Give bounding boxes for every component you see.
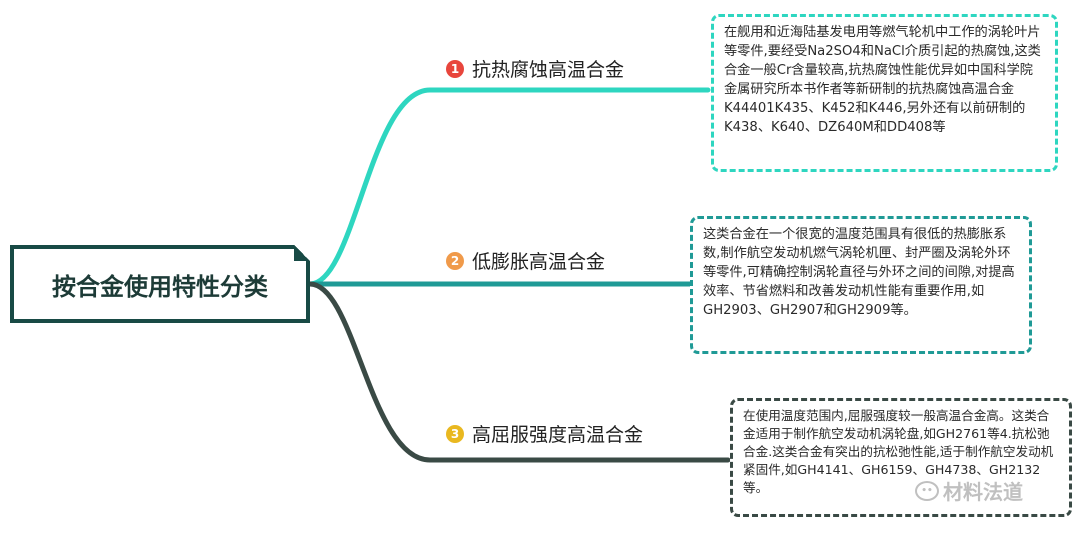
note-low-expansion[interactable]: 这类合金在一个很宽的温度范围具有很低的热膨胀系数,制作航空发动机燃气涡轮机匣、封…: [690, 216, 1032, 354]
wechat-icon: ••: [915, 480, 939, 501]
branch-1-connector: [307, 87, 711, 287]
watermark-text: 材料法道: [943, 480, 1023, 504]
branch-3-connector: [307, 281, 731, 463]
branch-topic-label: 低膨胀高温合金: [472, 251, 606, 273]
watermark: •• 材料法道: [915, 476, 1023, 505]
root-topic-corner-fold: [294, 245, 310, 261]
note-text: 在使用温度范围内,屈服强度较一般高温合金高。这类合金适用于制作航空发动机涡轮盘,…: [743, 408, 1054, 495]
branch-topic-heat-corrosion[interactable]: 1 抗热腐蚀高温合金: [446, 55, 624, 82]
branch-topic-label: 抗热腐蚀高温合金: [472, 59, 625, 81]
note-heat-corrosion[interactable]: 在舰用和近海陆基发电用等燃气轮机中工作的涡轮叶片等零件,要经受Na2SO4和Na…: [711, 14, 1058, 172]
number-3-icon: 3: [446, 424, 464, 443]
number-2-icon: 2: [446, 251, 464, 270]
note-text: 在舰用和近海陆基发电用等燃气轮机中工作的涡轮叶片等零件,要经受Na2SO4和Na…: [724, 25, 1041, 135]
note-text: 这类合金在一个很宽的温度范围具有很低的热膨胀系数,制作航空发动机燃气涡轮机匣、封…: [703, 227, 1015, 318]
branch-topic-label: 高屈服强度高温合金: [472, 424, 644, 446]
branch-topic-high-yield[interactable]: 3 高屈服强度高温合金: [446, 420, 643, 447]
branch-topic-low-expansion[interactable]: 2 低膨胀高温合金: [446, 247, 605, 274]
number-1-icon: 1: [446, 59, 464, 78]
root-topic[interactable]: 按合金使用特性分类: [10, 245, 310, 323]
note-high-yield[interactable]: 在使用温度范围内,屈服强度较一般高温合金高。这类合金适用于制作航空发动机涡轮盘,…: [730, 398, 1072, 517]
root-topic-label: 按合金使用特性分类: [52, 272, 268, 301]
